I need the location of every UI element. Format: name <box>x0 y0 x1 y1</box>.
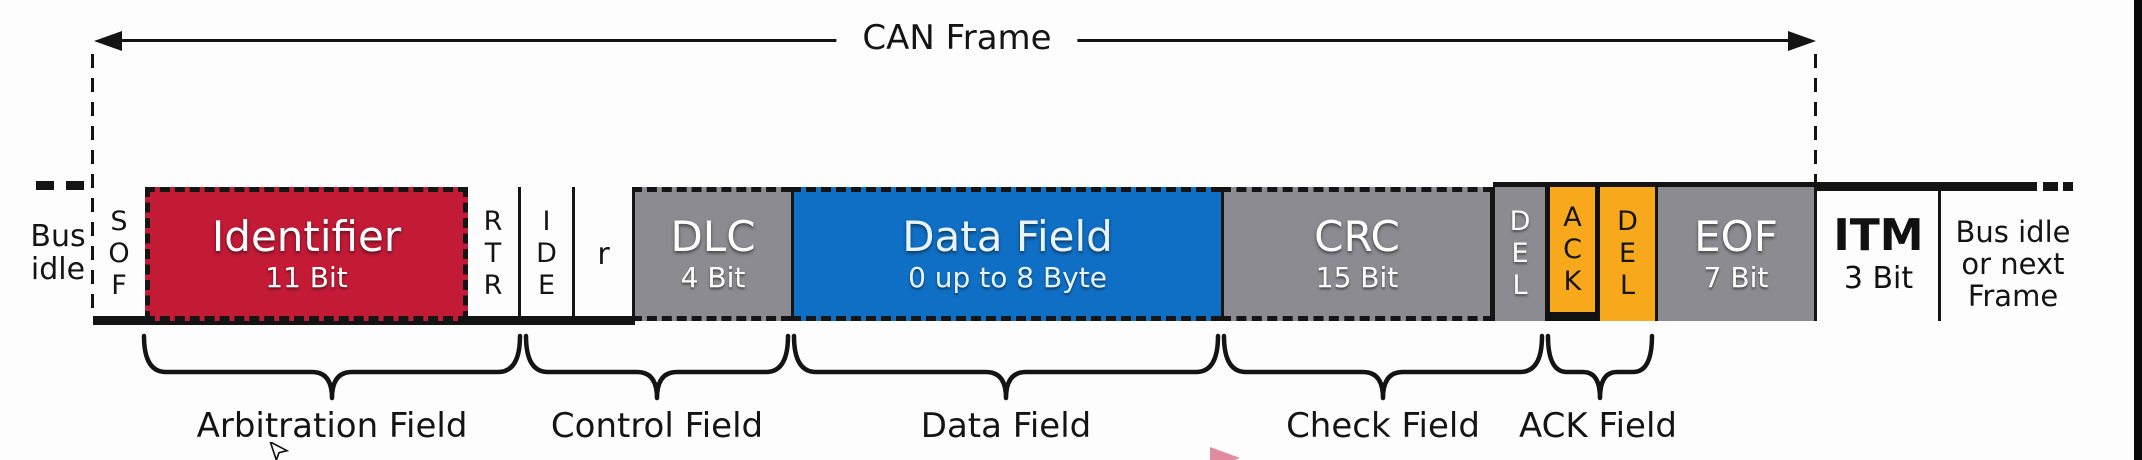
bus-recessive-dash <box>2043 182 2058 191</box>
identifier-name: Identifier <box>211 212 402 261</box>
bus-idle-left-label: Bus idle <box>30 219 86 287</box>
field-ack-delimiter: D E L <box>1600 187 1655 321</box>
bus-idle-level-dashed-line <box>36 181 92 190</box>
arrow-head-left-icon <box>94 31 122 51</box>
screen-right-edge <box>2134 0 2142 460</box>
data-field-name: Data Field <box>902 212 1113 261</box>
data-field-label: Data Field <box>920 406 1092 446</box>
ack-field-brace <box>1545 332 1655 402</box>
check-field-brace <box>1221 332 1545 402</box>
eof-name: EOF <box>1694 212 1778 261</box>
field-crc-delimiter: D E L <box>1493 187 1545 321</box>
frame-end-dashed-line <box>1814 54 1817 184</box>
field-dlc: DLC 4 Bit <box>632 187 791 321</box>
data-field-brace <box>791 332 1221 402</box>
frame-start-dashed-line <box>91 54 94 318</box>
check-field-label: Check Field <box>1286 406 1480 446</box>
field-crc: CRC 15 Bit <box>1221 187 1493 321</box>
bus-idle-right-label: Bus idle or next Frame <box>1955 215 2071 313</box>
field-eof: EOF 7 Bit <box>1655 187 1817 321</box>
crc-delimiter-label: D E L <box>1509 206 1531 301</box>
itm-size: 3 Bit <box>1843 261 1914 296</box>
field-identifier: Identifier 11 Bit <box>145 187 468 321</box>
rtr-label: R T R <box>483 206 503 301</box>
control-field-label: Control Field <box>550 406 764 446</box>
identifier-size: 11 Bit <box>265 261 348 294</box>
reserved-bit-label: r <box>597 236 610 272</box>
ide-label: I D E <box>536 206 557 301</box>
itm-right-separator-line <box>1938 187 1941 321</box>
arbitration-field-brace <box>141 332 523 402</box>
field-ack-slot: A C K <box>1545 187 1600 321</box>
dlc-size: 4 Bit <box>680 261 746 294</box>
sof-label: S O F <box>108 206 130 301</box>
itm-name: ITM <box>1833 210 1924 261</box>
control-field-brace <box>523 332 791 402</box>
bus-recessive-level-line <box>1493 182 2037 191</box>
field-sof: S O F <box>93 187 145 321</box>
arrow-head-right-icon <box>1788 31 1816 51</box>
data-field-size: 0 up to 8 Byte <box>908 261 1107 294</box>
frame-title: CAN Frame <box>836 16 1078 60</box>
field-reserved-bit: r <box>575 187 632 321</box>
arbitration-field-label: Arbitration Field <box>196 406 468 446</box>
field-rtr: R T R <box>468 187 521 321</box>
bus-recessive-dash <box>2063 182 2073 191</box>
field-itm: ITM 3 Bit <box>1817 187 1940 321</box>
eof-size: 7 Bit <box>1703 261 1769 294</box>
ack-slot-label: A C K <box>1563 201 1582 297</box>
field-data: Data Field 0 up to 8 Byte <box>791 187 1221 321</box>
field-ide: I D E <box>521 187 575 321</box>
crc-name: CRC <box>1314 212 1400 261</box>
ack-delimiter-label: D E L <box>1617 206 1638 301</box>
presenter-pointer-icon <box>1210 447 1240 460</box>
crc-size: 15 Bit <box>1315 261 1399 294</box>
ack-field-label: ACK Field <box>1519 406 1677 446</box>
mouse-cursor-icon <box>264 440 294 460</box>
dlc-name: DLC <box>670 212 756 261</box>
